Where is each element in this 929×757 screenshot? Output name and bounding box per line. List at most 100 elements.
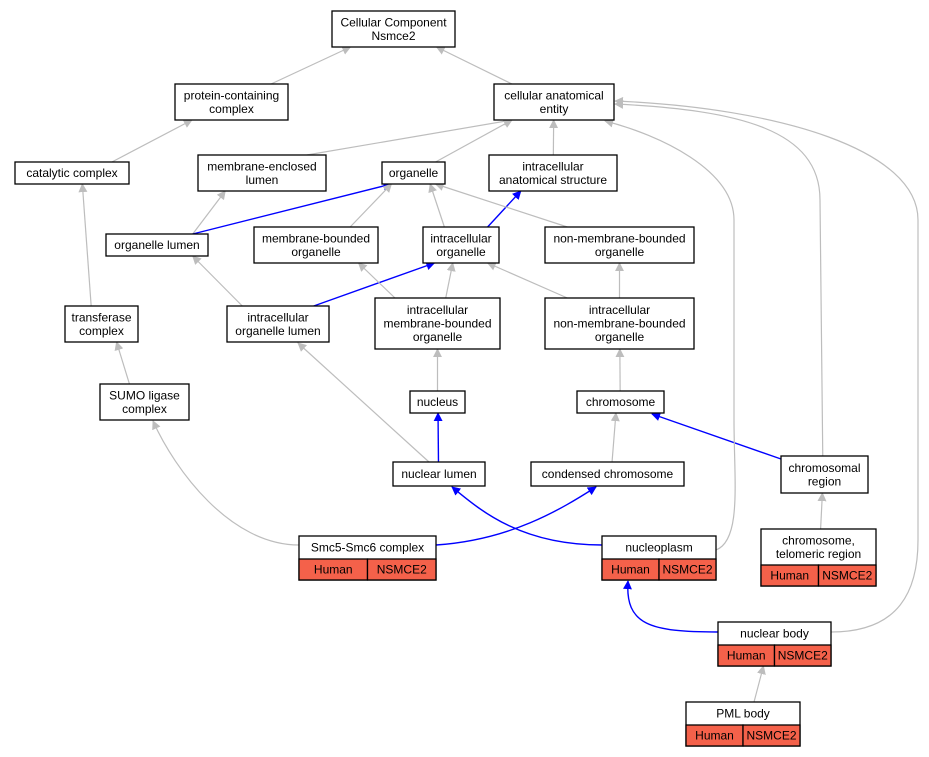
is-a-edge-organelle-to-cellular-anatomical-entity [435,119,513,163]
annotation-species: Human [314,563,353,577]
node-box [105,233,209,257]
is-a-edge-intracellular-membrane-bounded-organelle-to-membrane-bounded-organelle [357,262,396,299]
is-a-edge-membrane-bounded-organelle-to-organelle [349,183,393,228]
node-label-line: membrane-bounded [383,317,491,331]
node-organelle[interactable]: organelle [381,161,446,185]
annotation-gene: NSMCE2 [778,649,828,663]
node-label-line: Smc5-Smc6 complex [311,541,424,555]
node-nucleus[interactable]: nucleus [409,390,466,414]
node-label-line: telomeric region [776,547,861,561]
node-label-line: PML body [716,707,770,721]
node-box [780,455,869,494]
node-box [544,297,695,350]
node-box [64,305,139,343]
node-chromosome[interactable]: chromosome [576,390,665,414]
annotation-gene-cell [742,724,801,747]
is-a-edge-chromosomal-region-to-cellular-anatomical-entity [614,99,824,457]
node-nuclear-lumen[interactable]: nuclear lumen [392,461,486,487]
node-label-line: catalytic complex [26,166,117,180]
part-of-edge-intracellular-organelle-lumen-to-intracellular-organelle [313,261,436,307]
node-label-line: organelle lumen [235,324,320,338]
node-label-line: transferase [71,310,131,324]
annotation-gene: NSMCE2 [662,563,712,577]
node-label-line: intracellular [247,310,308,324]
node-organelle-lumen[interactable]: organelle lumen [105,233,209,257]
part-of-edge-chromosomal-region-to-chromosome [651,412,782,460]
annotation-gene-cell [773,644,832,667]
node-box [331,10,456,48]
annotation-gene: NSMCE2 [377,563,427,577]
node-box [253,226,379,264]
node-catalytic-complex[interactable]: catalytic complex [14,161,130,185]
is-a-edge-smc5-smc6-complex-to-sumo-ligase-complex [152,420,300,546]
annotation-species: Human [727,649,766,663]
node-box [99,383,190,421]
node-label-line: complex [209,102,254,116]
node-label-line: chromosomal [788,461,860,475]
node-box [544,226,695,264]
is-a-edge-membrane-enclosed-lumen-to-cellular-anatomical-entity [306,116,513,156]
is-a-edge-intracellular-organelle-lumen-to-organelle-lumen [192,255,243,307]
node-label-line: organelle [291,245,341,259]
node-label-line: complex [122,402,167,416]
is-a-edge-chromosome-telomeric-region-to-chromosomal-region [817,492,827,530]
node-label-line: entity [540,102,569,116]
node-box [530,461,685,487]
is-a-edge-pml-body-to-nuclear-body [753,665,766,703]
is-a-edge-cellular-anatomical-entity-to-cc-root [435,46,513,85]
node-label-line: chromosome, [782,533,855,547]
node-box [226,305,330,343]
node-label-line: nucleus [417,395,458,409]
is-a-edge-condensed-chromosome-to-chromosome [610,412,620,463]
node-label-line: complex [79,324,124,338]
part-of-edge-smc5-smc6-complex-to-condensed-chromosome [435,486,597,546]
node-label-line: organelle [436,245,486,259]
node-label-line: intracellular [430,231,491,245]
node-label-line: intracellular [522,159,583,173]
part-of-edge-nuclear-body-to-nucleoplasm [622,580,719,633]
part-of-edge-organelle-lumen-to-organelle [192,181,393,235]
node-condensed-chromosome[interactable]: condensed chromosome [530,461,685,487]
is-a-edge-catalytic-complex-to-protein-containing-complex [111,119,193,163]
node-label-line: condensed chromosome [542,467,674,481]
annotation-gene: NSMCE2 [746,729,796,743]
is-a-edge-protein-containing-complex-to-cc-root [270,46,352,85]
node-label-line: intracellular [407,303,468,317]
node-label-line: organelle [595,245,645,259]
node-label-line: cellular anatomical [504,88,603,102]
node-intracellular-non-membrane-bounded-organelle[interactable]: intracellularnon-membrane-boundedorganel… [544,297,695,350]
annotation-gene-cell [658,558,717,581]
node-label-line: nucleoplasm [625,541,692,555]
node-box [493,83,615,121]
node-label-line: organelle [413,330,463,344]
is-a-edge-nuclear-lumen-to-intracellular-organelle-lumen [297,342,430,463]
annotation-species: Human [611,563,650,577]
is-a-edge-nuclear-body-to-cellular-anatomical-entity [614,96,919,633]
node-label-line: membrane-enclosed [207,159,316,173]
node-box [488,154,618,192]
node-label-line: Cellular Component [340,15,447,29]
annotation-gene: NSMCE2 [822,569,872,583]
node-label-line: nuclear body [740,627,809,641]
node-box [14,161,130,185]
